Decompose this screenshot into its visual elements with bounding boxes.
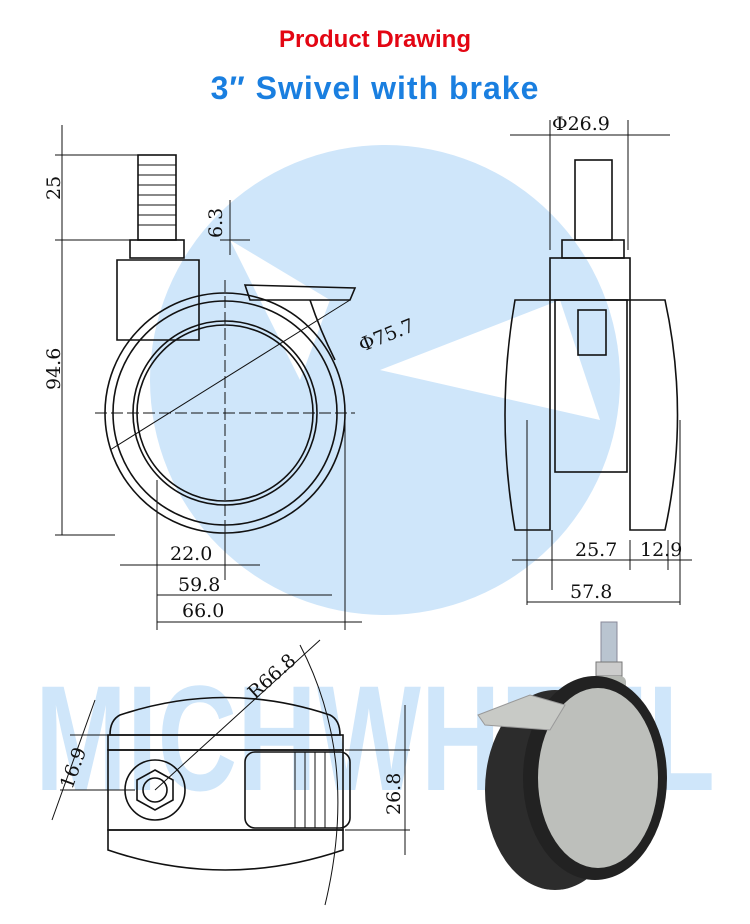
- dim-width-2: 12.9: [640, 539, 682, 561]
- product-photo: [477, 621, 667, 890]
- dim-overall-height: 94.6: [43, 348, 65, 390]
- front-view: 25 6.3 94.6 Φ75.7 22.0 59.8 66.0: [43, 125, 418, 630]
- dim-nut-height: 6.3: [205, 208, 227, 238]
- dim-overall-width: 57.8: [570, 581, 612, 603]
- dim-depth-2: 66.0: [182, 600, 224, 622]
- dim-width-1: 25.7: [575, 539, 617, 561]
- dim-stem-length: 25: [43, 176, 65, 200]
- dim-stem-diameter: Φ26.9: [552, 113, 610, 135]
- dim-offset: 22.0: [170, 543, 212, 565]
- page-title: Product Drawing: [278, 26, 471, 53]
- product-subtitle: 3″ Swivel with brake: [210, 70, 540, 106]
- side-view: Φ26.9 25.7 12.9 57.8: [504, 113, 692, 605]
- bottom-view: R66.8 16.9 26.8: [51, 639, 410, 906]
- dim-body-width: 26.8: [383, 773, 405, 815]
- dim-depth-1: 59.8: [178, 574, 220, 596]
